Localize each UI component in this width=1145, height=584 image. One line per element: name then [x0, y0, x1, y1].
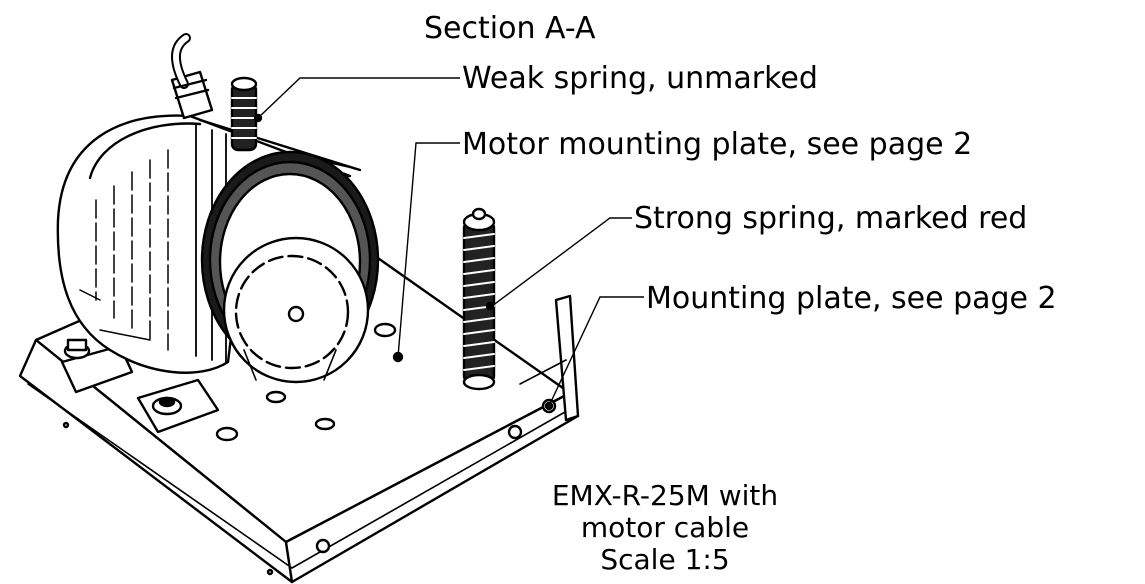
- section-title: Section A-A: [424, 11, 596, 46]
- weak-spring: [230, 76, 263, 152]
- strong-spring: [462, 207, 496, 391]
- callout-weak-spring: Weak spring, unmarked: [462, 61, 818, 96]
- callout-motor-mounting-plate: Motor mounting plate, see page 2: [462, 127, 973, 162]
- caption-scale: Scale 1:5: [600, 543, 730, 576]
- caption-model: EMX-R-25M with: [551, 479, 779, 512]
- callout-mounting-plate: Mounting plate, see page 2: [646, 281, 1057, 316]
- callout-strong-spring: Strong spring, marked red: [634, 201, 1028, 236]
- leader-lines: [257, 77, 644, 407]
- caption-cable: motor cable: [580, 511, 750, 544]
- motor-feet: [60, 338, 220, 434]
- motor-body: [56, 33, 380, 384]
- drawing-caption: EMX-R-25M with motor cable Scale 1:5: [500, 480, 830, 576]
